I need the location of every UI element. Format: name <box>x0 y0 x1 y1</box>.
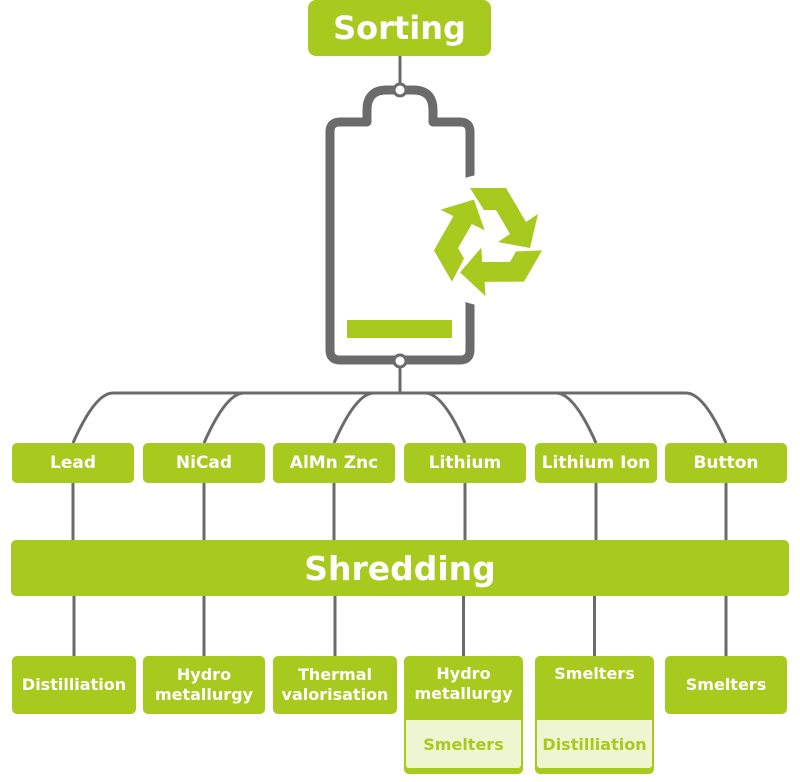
process-label: Hydro metallurgy <box>414 664 513 703</box>
battery-type-nicad: NiCad <box>143 443 265 483</box>
process-label: Hydro metallurgy <box>154 665 254 704</box>
recycle-arrow <box>470 188 538 248</box>
sorting-box: Sorting <box>308 0 491 56</box>
recycle-arrow <box>433 199 485 282</box>
battery-type-lithium: Lithium <box>404 443 526 483</box>
wire-to-type-5 <box>400 391 598 444</box>
wire-to-type-3 <box>332 391 400 444</box>
recycle-icon <box>422 174 554 306</box>
wire-to-type-4 <box>400 391 467 444</box>
process-box-2: Hydro metallurgy <box>143 656 265 714</box>
shredding-box: Shredding <box>11 540 789 596</box>
recycle-arrow <box>460 247 543 297</box>
sub-process-box: Smelters <box>404 720 523 770</box>
process-label: Smelters <box>554 664 635 683</box>
sub-process-box: Distilliation <box>535 720 654 770</box>
process-box-3: Thermal valorisation <box>273 656 397 714</box>
battery-type-lead: Lead <box>12 443 134 483</box>
wire-to-type-1 <box>71 391 400 444</box>
process-label: Distilliation <box>21 675 127 694</box>
battery-type-lithium-ion: Lithium Ion <box>535 443 657 483</box>
process-label: Thermal valorisation <box>281 665 389 704</box>
battery-type-button: Button <box>665 443 787 483</box>
battery-type-almn-znc: AlMn Znc <box>273 443 395 483</box>
wire-to-type-6 <box>400 391 728 444</box>
wire-to-type-2 <box>202 391 400 444</box>
process-box-6: Smelters <box>665 656 787 714</box>
process-label: Smelters <box>685 675 767 694</box>
process-box-1: Distilliation <box>12 656 136 714</box>
battery-icon <box>325 82 475 369</box>
